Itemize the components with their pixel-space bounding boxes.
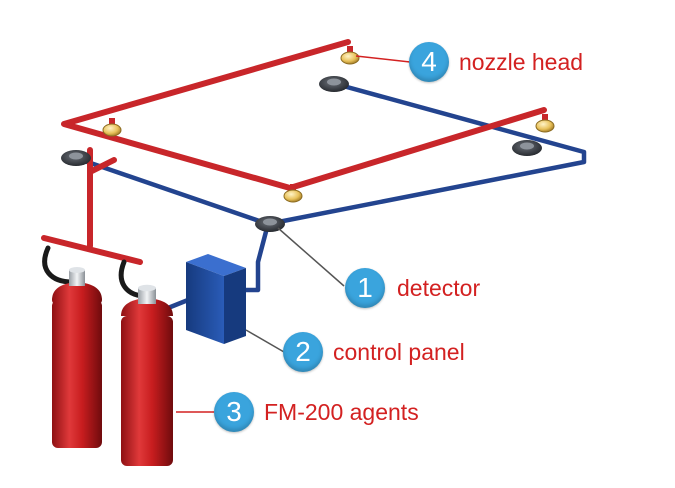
callout-detector: 1 detector bbox=[345, 268, 480, 308]
fm200-cylinders bbox=[52, 267, 173, 466]
callout-label: detector bbox=[397, 274, 481, 301]
callout-label: nozzle head bbox=[459, 48, 584, 75]
control-panel-box bbox=[186, 254, 246, 344]
nozzle-head bbox=[283, 184, 303, 203]
cylinder bbox=[52, 267, 102, 448]
detector-unit bbox=[61, 150, 91, 166]
nozzle-head bbox=[102, 118, 122, 137]
detector-unit bbox=[512, 140, 542, 156]
nozzle-head bbox=[535, 114, 555, 133]
callout-fm200-agents: 3 FM-200 agents bbox=[214, 392, 419, 432]
detection-wiring bbox=[73, 81, 587, 319]
detectors bbox=[61, 76, 542, 232]
leader-lines bbox=[176, 55, 411, 413]
callout-label: FM-200 agents bbox=[264, 398, 419, 425]
callout-control-panel: 2 control panel bbox=[283, 332, 465, 372]
callout-number-badge: 4 bbox=[409, 42, 449, 82]
callout-number-badge: 3 bbox=[214, 392, 254, 432]
callout-label: control panel bbox=[333, 338, 465, 365]
cylinder bbox=[121, 284, 173, 466]
callout-nozzle-head: 4 nozzle head bbox=[409, 42, 583, 82]
nozzle-heads bbox=[102, 46, 555, 203]
callout-number-badge: 1 bbox=[345, 268, 385, 308]
detector-unit bbox=[255, 216, 285, 232]
callout-number-badge: 2 bbox=[283, 332, 323, 372]
nozzle-head bbox=[340, 46, 360, 65]
detector-unit bbox=[319, 76, 349, 92]
